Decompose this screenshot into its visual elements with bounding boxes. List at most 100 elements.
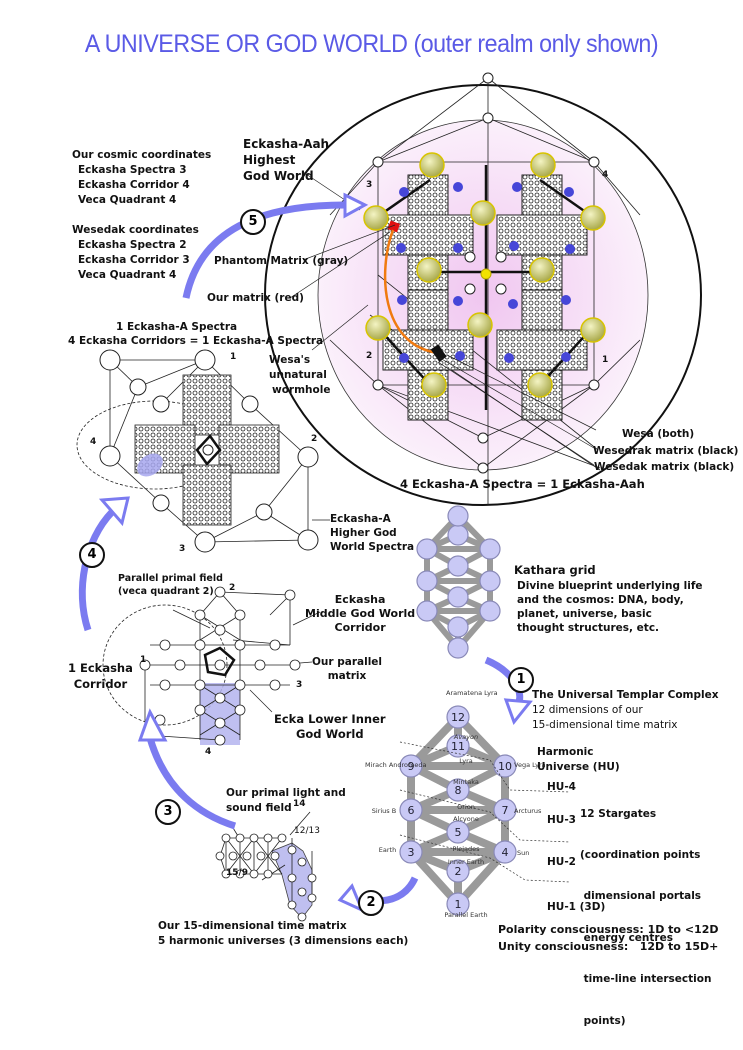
grid-node-number-7: 7: [502, 804, 509, 817]
star-label-8: Mintaka: [453, 778, 479, 786]
wesedrak-label: Wesedrak matrix (black): [593, 445, 739, 457]
center-node: [480, 268, 492, 280]
grid-node-number-10: 10: [498, 760, 512, 773]
hu-4-label: HU-4: [547, 781, 576, 793]
star-label-6: Sirius B: [371, 807, 397, 815]
quadrant-cross-1: [496, 289, 588, 421]
grid-node-9: [416, 538, 438, 560]
grid-node-2: [447, 616, 469, 638]
corridor-quadrant-3: 3: [296, 680, 303, 690]
wesa-label: Wesa (both): [622, 428, 695, 440]
star-label-3: Earth: [378, 846, 397, 854]
grid-node-7: [493, 798, 517, 822]
label-line: dimensional portals: [580, 890, 702, 903]
grid-edge: [408, 849, 461, 907]
arrow-4: [78, 509, 115, 632]
label-line: 1 Eckasha: [68, 661, 133, 675]
cosmic-coord-item: Eckasha Corridor 4: [78, 179, 190, 191]
wormhole-label: Wesa's unnatural wormhole: [269, 353, 330, 398]
grid-node-6: [416, 570, 438, 592]
corridor-quadrant-2: 2: [229, 583, 236, 593]
grid-node-3: [416, 600, 438, 622]
label-line: 5 harmonic universes (3 dimensions each): [158, 935, 409, 947]
label-line: Divine blueprint underlying life: [517, 580, 703, 592]
middle-god-world-label: Eckasha Middle God World Corridor: [305, 593, 415, 635]
label-line: Eckasha-Aah: [243, 137, 330, 151]
label-line: Harmonic: [537, 746, 594, 758]
ecka-lower-inner-label: Ecka Lower Inner God World: [274, 712, 386, 742]
stargates-description: 12 Stargates (coordination points dimens…: [580, 780, 711, 1050]
label-line: Our 15-dimensional time matrix: [158, 920, 347, 932]
grid-node-number-4: 4: [502, 846, 509, 859]
step-4-badge: 4: [79, 542, 105, 568]
templar-line: 15-dimensional time matrix: [532, 719, 678, 731]
inner-circle: [317, 119, 649, 471]
eckasha-corridor-diagram: [102, 586, 321, 746]
quadrant-label-1: 1: [602, 355, 609, 365]
kathara-description: Divine blueprint underlying life and the…: [517, 579, 703, 635]
step-3-badge: 3: [155, 799, 181, 825]
wesedak-coordinates-heading: Wesedak coordinates: [72, 224, 199, 236]
grid-node-3: [399, 840, 423, 864]
label-line: God World: [243, 169, 314, 183]
label-line: Eckasha: [334, 593, 386, 606]
wormhole-arc: [383, 229, 439, 355]
wesedak-marker: [430, 344, 447, 362]
quadrant-label-3: 3: [366, 180, 373, 190]
parallel-primal-field-label: Parallel primal field (veca quadrant 2): [118, 572, 223, 598]
wesedak-coord-item: Eckasha Corridor 3: [78, 254, 190, 266]
grid-node-10: [493, 754, 517, 778]
grid-node-2: [446, 859, 470, 883]
eckasha-aah-diagram: [264, 72, 702, 506]
hu-1-label: HU-1 (3D): [547, 901, 606, 913]
label-line: thought structures, etc.: [517, 622, 660, 634]
wesedak-coord-item: Veca Quadrant 4: [78, 269, 177, 281]
star-label-9: Mirach Andromeda: [365, 761, 427, 769]
corridor-quadrant-4: 4: [205, 747, 212, 757]
grid-node-5: [446, 820, 470, 844]
grid-node-12: [447, 505, 469, 527]
grid-node-number-12: 12: [451, 711, 465, 724]
grid-node-12: [446, 705, 470, 729]
spectra-quadrant-1: 1: [230, 352, 237, 362]
unity-consciousness: Unity consciousness: 12D to 15D+: [498, 940, 719, 953]
grid-node-number-3: 3: [408, 846, 415, 859]
label-line: (coordination points: [580, 848, 701, 861]
grid-node-8: [447, 555, 469, 577]
step-1-badge: 1: [508, 667, 534, 693]
label-line: Our parallel: [312, 656, 383, 668]
star-label-1: Parallel Earth: [444, 911, 488, 919]
grid-edge: [455, 849, 508, 907]
primal-field-label: Our primal light and sound field: [226, 786, 346, 816]
grid-node-1: [447, 637, 469, 659]
star-label-12: Aramatena Lyra: [446, 689, 498, 697]
grid-node-4: [479, 600, 501, 622]
quadrant-label-2: 2: [366, 351, 373, 361]
quadrant-cross-2: [382, 289, 474, 421]
corridor-quadrant-1: 1: [140, 655, 147, 665]
grid-node-11: [447, 524, 469, 546]
cosmic-coord-item: Veca Quadrant 4: [78, 194, 177, 206]
spectra-quadrant-2: 2: [311, 434, 318, 444]
label-line: Ecka Lower Inner: [274, 712, 386, 726]
grid-node-10: [479, 538, 501, 560]
star-label-4: Sun: [517, 849, 530, 857]
hu-2-label: HU-2: [547, 856, 576, 868]
label-line: planet, universe, basic: [517, 608, 652, 620]
spectra-subtitle: 4 Eckasha Corridors = 1 Eckasha-A Spectr…: [68, 335, 324, 347]
label-line: Wesa's: [269, 354, 311, 366]
star-label-2: Inner Earth: [447, 858, 485, 866]
templar-line: 12 dimensions of our: [532, 704, 643, 716]
eckasha-a-spectra-diagram: [76, 349, 330, 553]
grid-node-5: [447, 586, 469, 608]
primal-label-15-9: 15/9: [226, 868, 249, 878]
grid-node-8: [446, 778, 470, 802]
grid-node-number-5: 5: [455, 826, 462, 839]
grid-node-1: [446, 892, 470, 916]
label-line: points): [580, 1014, 626, 1027]
step-2-badge: 2: [358, 890, 384, 916]
grid-node-4: [493, 840, 517, 864]
arrow-3: [146, 737, 237, 830]
